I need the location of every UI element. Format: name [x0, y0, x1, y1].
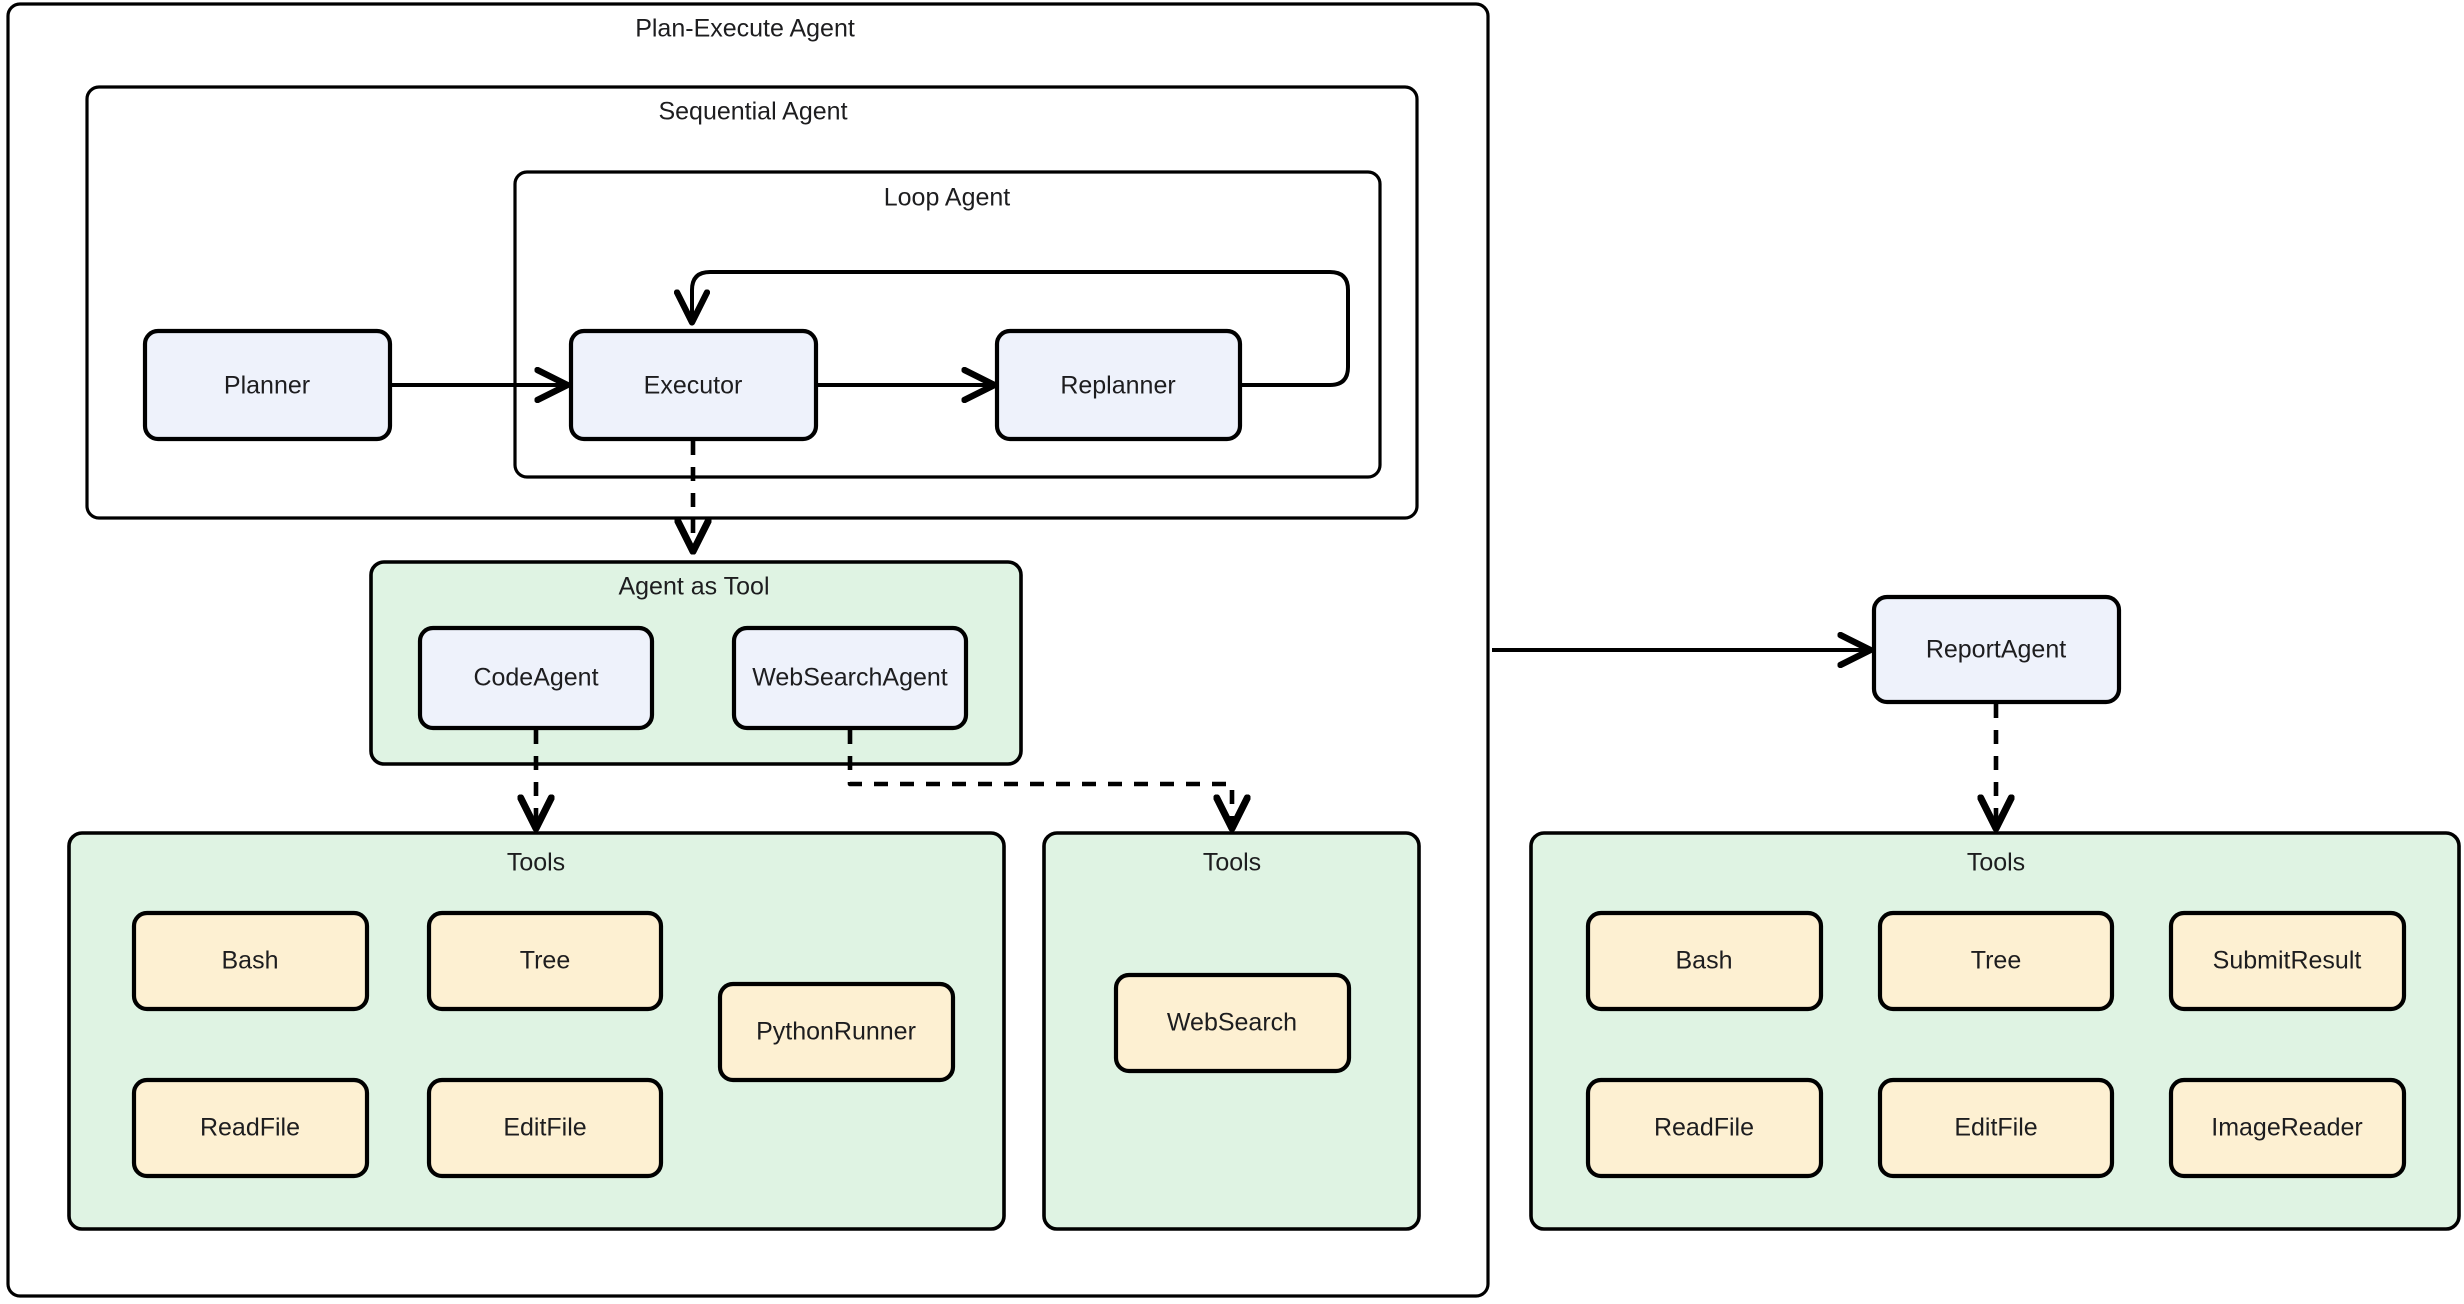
tool-label-websearch: WebSearch [1167, 1009, 1297, 1037]
websearch-agent-label: WebSearchAgent [752, 664, 948, 692]
tool-label-pythonrunner: PythonRunner [756, 1018, 916, 1046]
report-agent-box[interactable] [1871, 594, 2122, 705]
planner-box[interactable] [142, 328, 393, 442]
tool-box-imagereader[interactable] [2168, 1077, 2407, 1179]
executor-label: Executor [644, 372, 743, 400]
tools-report-label: Tools [1967, 849, 2025, 877]
tool-box-readfile-report[interactable] [1585, 1077, 1824, 1179]
tool-bash-code[interactable]: Bash [131, 910, 370, 1012]
tool-box-bash[interactable] [131, 910, 370, 1012]
sequential-agent-label: Sequential Agent [658, 98, 847, 126]
node-code-agent[interactable]: CodeAgent [417, 625, 655, 731]
loop-agent-label: Loop Agent [884, 184, 1011, 212]
edge-websearch-agent-to-tools [847, 730, 1232, 826]
tools-code-label: Tools [507, 849, 565, 877]
tool-websearch[interactable]: WebSearch [1113, 972, 1352, 1074]
node-report-agent[interactable]: ReportAgent [1871, 594, 2122, 705]
replanner-box[interactable] [994, 328, 1243, 442]
tool-label-tree: Tree [520, 947, 570, 975]
tool-label-bash-report: Bash [1676, 947, 1733, 975]
code-agent-label: CodeAgent [473, 664, 598, 692]
tool-label-readfile-report: ReadFile [1654, 1114, 1754, 1142]
tool-label-imagereader: ImageReader [2211, 1114, 2362, 1142]
tool-label-editfile: EditFile [503, 1114, 586, 1142]
websearch-agent-box[interactable] [731, 625, 969, 731]
node-planner[interactable]: Planner [142, 328, 393, 442]
tool-tree-report[interactable]: Tree [1877, 910, 2115, 1012]
tool-editfile-report[interactable]: EditFile [1877, 1077, 2115, 1179]
node-replanner[interactable]: Replanner [994, 328, 1243, 442]
agent-as-tool-label: Agent as Tool [618, 573, 769, 601]
tool-box-websearch[interactable] [1113, 972, 1352, 1074]
tool-label-tree-report: Tree [1971, 947, 2021, 975]
code-agent-box[interactable] [417, 625, 655, 731]
tool-box-readfile[interactable] [131, 1077, 370, 1179]
tool-box-submitresult[interactable] [2168, 910, 2407, 1012]
tool-label-submitresult: SubmitResult [2213, 947, 2362, 975]
edge-replanner-loopback-to-executor [692, 270, 1350, 387]
tool-editfile-code[interactable]: EditFile [426, 1077, 664, 1179]
tools-websearch-label: Tools [1203, 849, 1261, 877]
tool-readfile-code[interactable]: ReadFile [131, 1077, 370, 1179]
executor-box[interactable] [568, 328, 819, 442]
node-websearch-agent[interactable]: WebSearchAgent [731, 625, 969, 731]
tool-readfile-report[interactable]: ReadFile [1585, 1077, 1824, 1179]
tool-submitresult-report[interactable]: SubmitResult [2168, 910, 2407, 1012]
tool-label-bash: Bash [222, 947, 279, 975]
tool-pythonrunner-code[interactable]: PythonRunner [717, 981, 956, 1083]
tool-box-pythonrunner[interactable] [717, 981, 956, 1083]
tool-tree-code[interactable]: Tree [426, 910, 664, 1012]
report-agent-label: ReportAgent [1926, 636, 2066, 664]
tool-label-editfile-report: EditFile [1954, 1114, 2037, 1142]
tool-imagereader-report[interactable]: ImageReader [2168, 1077, 2407, 1179]
tool-box-tree[interactable] [426, 910, 664, 1012]
tool-label-readfile: ReadFile [200, 1114, 300, 1142]
tool-box-bash-report[interactable] [1585, 910, 1824, 1012]
planner-label: Planner [224, 372, 310, 400]
node-executor[interactable]: Executor [568, 328, 819, 442]
tool-bash-report[interactable]: Bash [1585, 910, 1824, 1012]
replanner-label: Replanner [1060, 372, 1175, 400]
tool-box-editfile-report[interactable] [1877, 1077, 2115, 1179]
tool-box-editfile[interactable] [426, 1077, 664, 1179]
tool-box-tree-report[interactable] [1877, 910, 2115, 1012]
plan-execute-agent-label: Plan-Execute Agent [635, 15, 855, 43]
